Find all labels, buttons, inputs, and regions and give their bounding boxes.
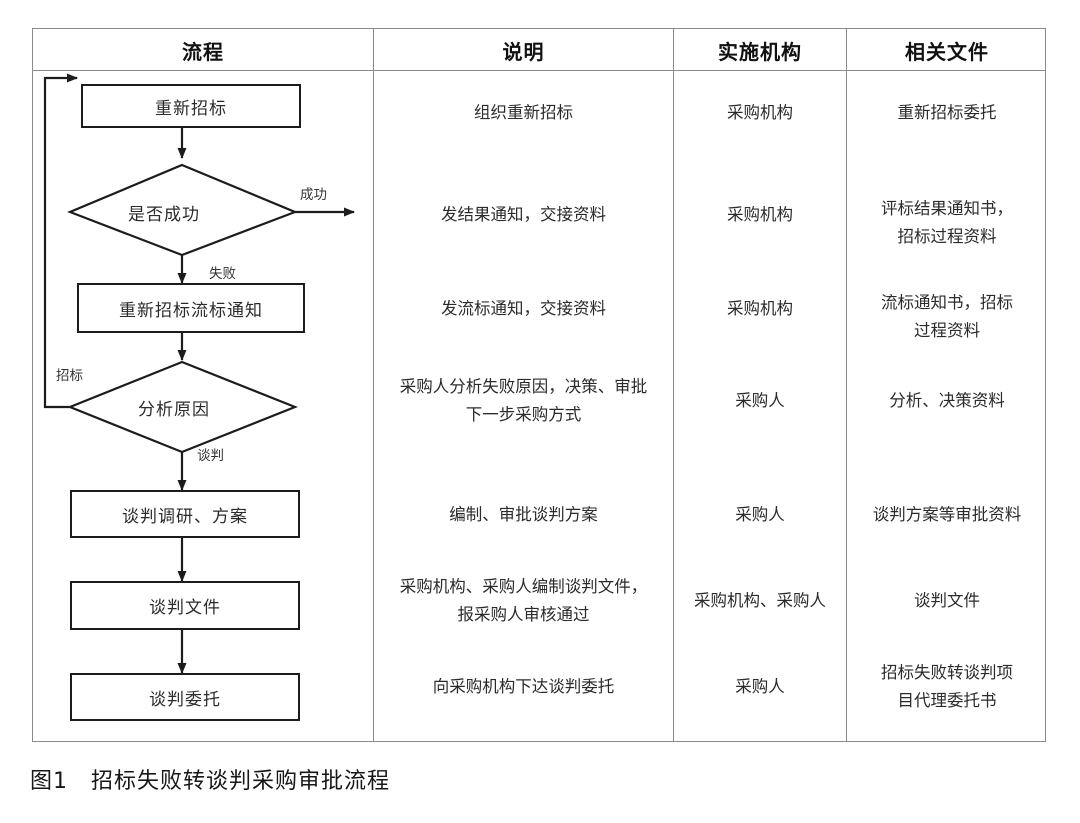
cell-description-1: 组织重新招标: [474, 103, 573, 122]
cell-documents-6: 谈判文件: [914, 591, 980, 610]
header-description: 说明: [502, 41, 545, 64]
header-separator: [33, 70, 1045, 71]
cell-description-7: 向采购机构下达谈判委托: [432, 677, 615, 696]
cell-description-3: 发流标通知，交接资料: [441, 299, 606, 318]
column-divider-1: [373, 29, 374, 741]
cell-organization-2: 采购机构: [727, 205, 793, 224]
cell-organization-5: 采购人: [735, 505, 785, 524]
column-divider-2: [673, 29, 674, 741]
cell-documents-4: 分析、决策资料: [889, 391, 1005, 410]
cell-documents-3: 流标通知书，招标过程资料: [881, 293, 1013, 340]
column-divider-3: [846, 29, 847, 741]
figure-caption: 图1 招标失败转谈判采购审批流程: [30, 769, 390, 794]
cell-documents-2: 评标结果通知书，招标过程资料: [881, 199, 1013, 246]
header-process: 流程: [182, 41, 224, 64]
cell-organization-7: 采购人: [735, 677, 785, 696]
cell-description-4: 采购人分析失败原因，决策、审批下一步采购方式: [399, 377, 648, 424]
cell-organization-4: 采购人: [735, 391, 785, 410]
header-documents: 相关文件: [905, 41, 989, 64]
cell-organization-6: 采购机构、采购人: [694, 591, 826, 610]
cell-organization-1: 采购机构: [727, 103, 793, 122]
cell-organization-3: 采购机构: [727, 299, 793, 318]
flow-table: 流程 说明 实施机构 相关文件 组织重新招标 采购机构 重新招标委托 发结果通知…: [32, 28, 1046, 742]
cell-documents-1: 重新招标委托: [897, 103, 997, 122]
cell-documents-5: 谈判方案等审批资料: [872, 505, 1022, 524]
cell-description-2: 发结果通知，交接资料: [441, 205, 606, 224]
header-organization: 实施机构: [718, 41, 802, 64]
cell-description-5: 编制、审批谈判方案: [449, 505, 598, 524]
cell-description-6: 采购机构、采购人编制谈判文件，报采购人审核通过: [399, 577, 648, 624]
cell-documents-7: 招标失败转谈判项目代理委托书: [881, 663, 1013, 710]
